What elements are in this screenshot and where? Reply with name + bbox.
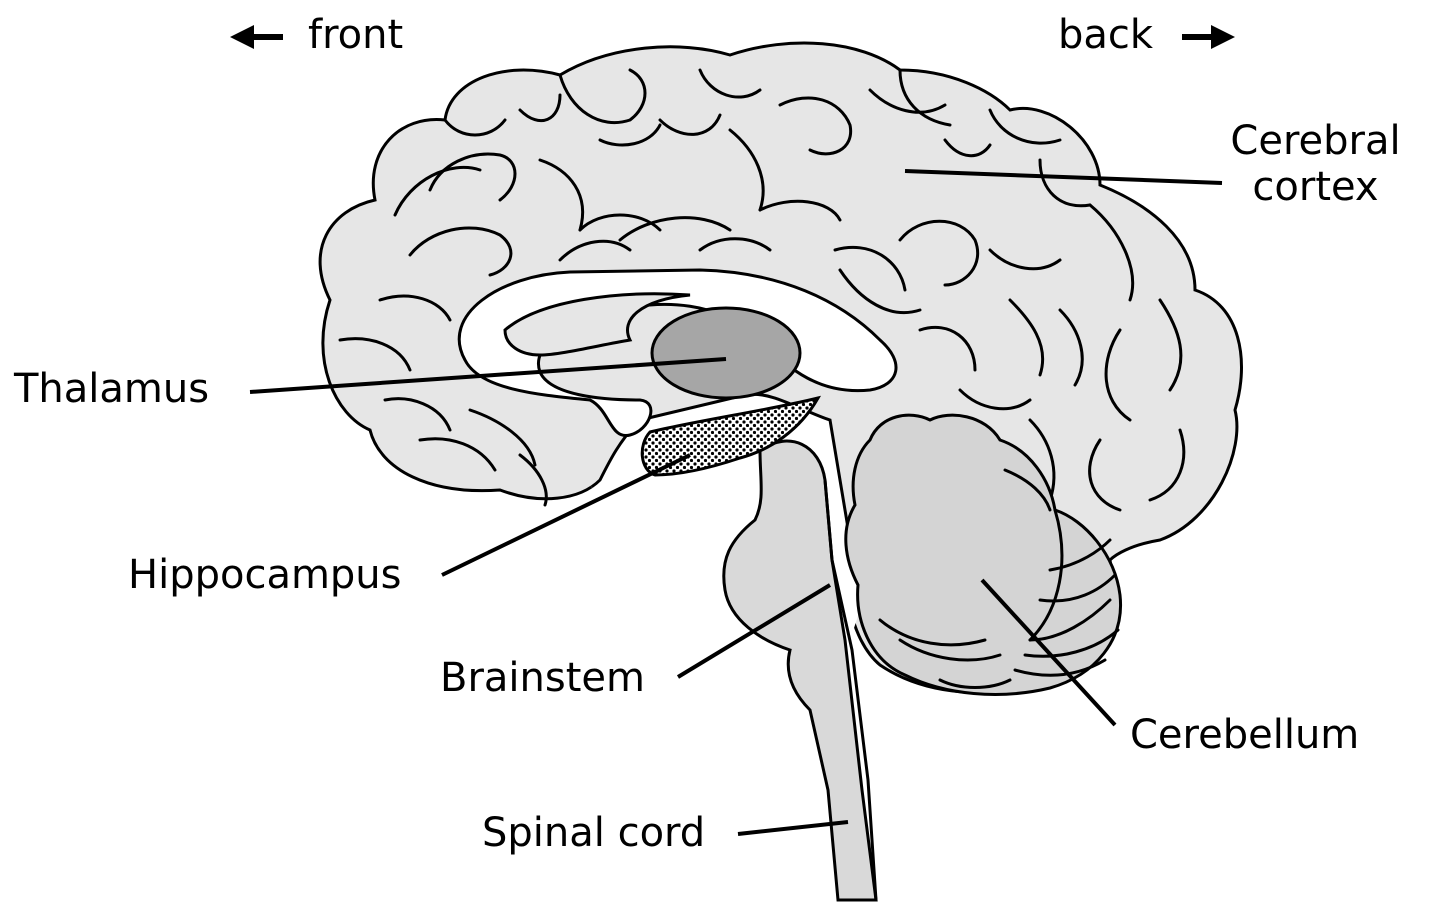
front-label: front: [308, 12, 403, 58]
back-arrow-icon: [1182, 25, 1235, 49]
back-label: back: [1058, 12, 1153, 58]
thalamus-region: [652, 308, 800, 398]
spinal-cord-label: Spinal cord: [482, 810, 705, 856]
cerebral-cortex-label: Cerebral cortex: [1218, 118, 1413, 210]
hippocampus-label: Hippocampus: [128, 552, 402, 598]
cerebral-cortex-label-line1: Cerebral: [1218, 118, 1413, 164]
thalamus-label: Thalamus: [14, 366, 209, 412]
brainstem-label: Brainstem: [440, 655, 645, 701]
front-arrow-icon: [230, 25, 283, 49]
cerebral-cortex-label-line2: cortex: [1218, 164, 1413, 210]
cerebellum-label: Cerebellum: [1130, 712, 1359, 758]
